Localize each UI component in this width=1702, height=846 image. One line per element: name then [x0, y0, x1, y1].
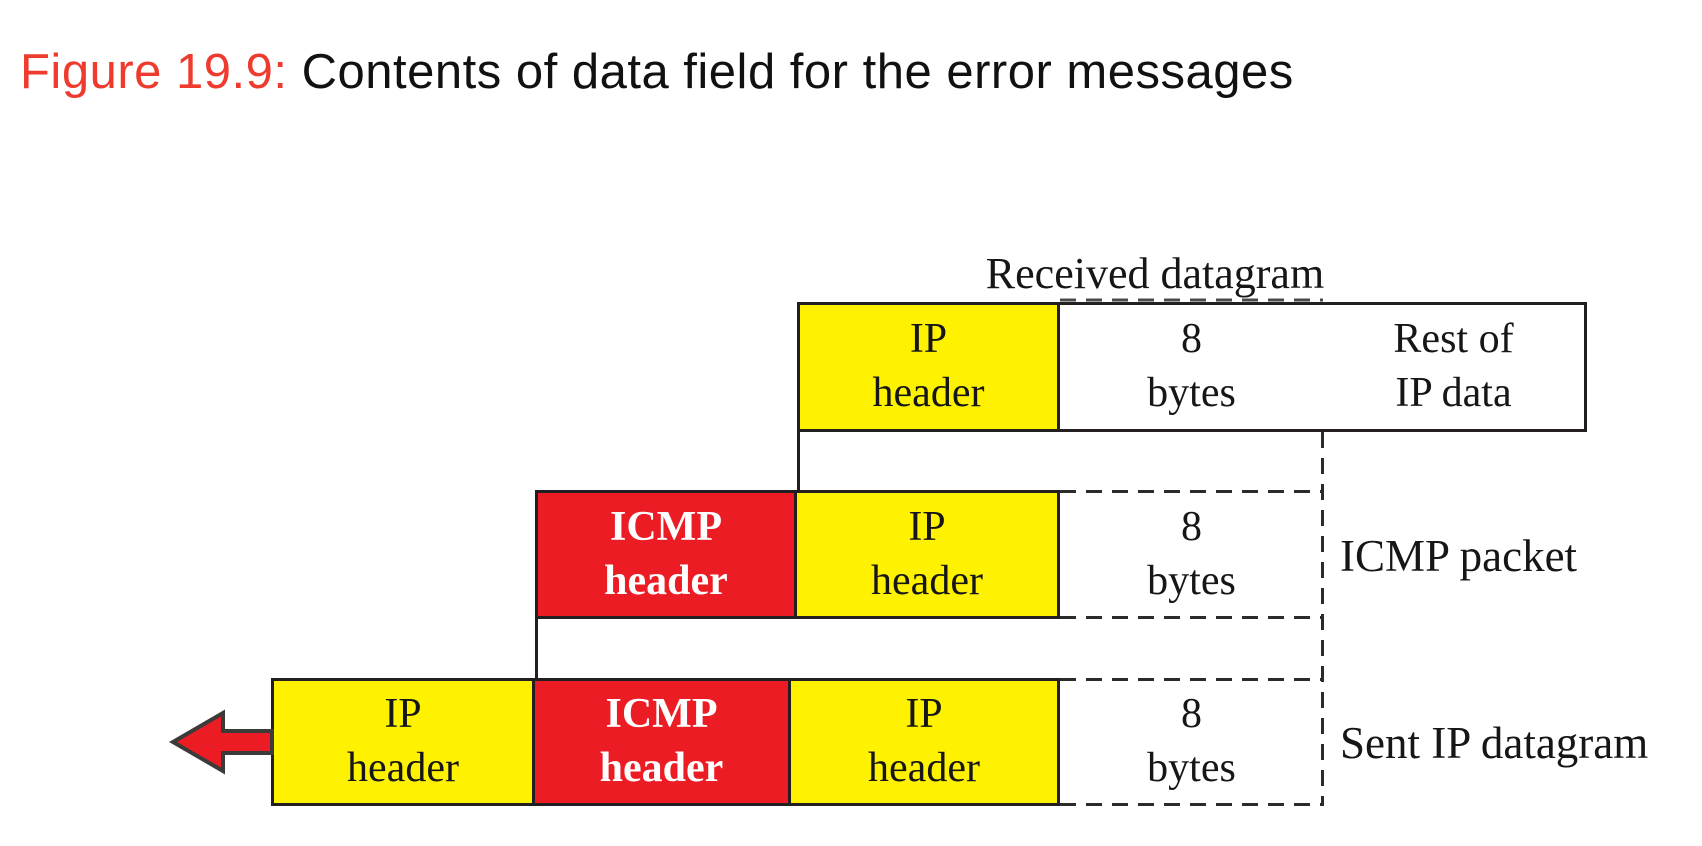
rest-of-ip-data-cell: Rest of IP data — [1323, 305, 1584, 429]
received-datagram-label: Received datagram — [985, 249, 1325, 298]
sent-ip-datagram-label: Sent IP datagram — [1340, 718, 1649, 768]
ip-header-cell: IP header — [800, 305, 1060, 429]
ip-header-cell: IP header — [274, 681, 535, 803]
received-datagram-box: IP header 8 bytes Rest of IP data — [797, 302, 1587, 432]
figure-number: Figure 19.9: — [20, 45, 288, 99]
sent-ip-datagram-box: IP header ICMP header IP header — [271, 678, 1060, 806]
icmp-header-cell: ICMP header — [535, 681, 791, 803]
eight-bytes-cell: 8 bytes — [1147, 503, 1236, 604]
ip-header-cell: IP header — [791, 681, 1057, 803]
figure-caption: Contents of data field for the error mes… — [287, 45, 1294, 99]
figure-title: Figure 19.9: Contents of data field for … — [20, 44, 1294, 100]
eight-bytes-cell: 8 bytes — [1060, 305, 1323, 429]
eight-bytes-cell: 8 bytes — [1147, 691, 1236, 791]
ip-header-cell: IP header — [797, 493, 1057, 616]
icmp-header-cell: ICMP header — [538, 493, 797, 616]
icmp-packet-box: ICMP header IP header — [535, 490, 1060, 619]
icmp-packet-label: ICMP packet — [1340, 531, 1578, 581]
left-arrow-icon — [169, 709, 274, 775]
